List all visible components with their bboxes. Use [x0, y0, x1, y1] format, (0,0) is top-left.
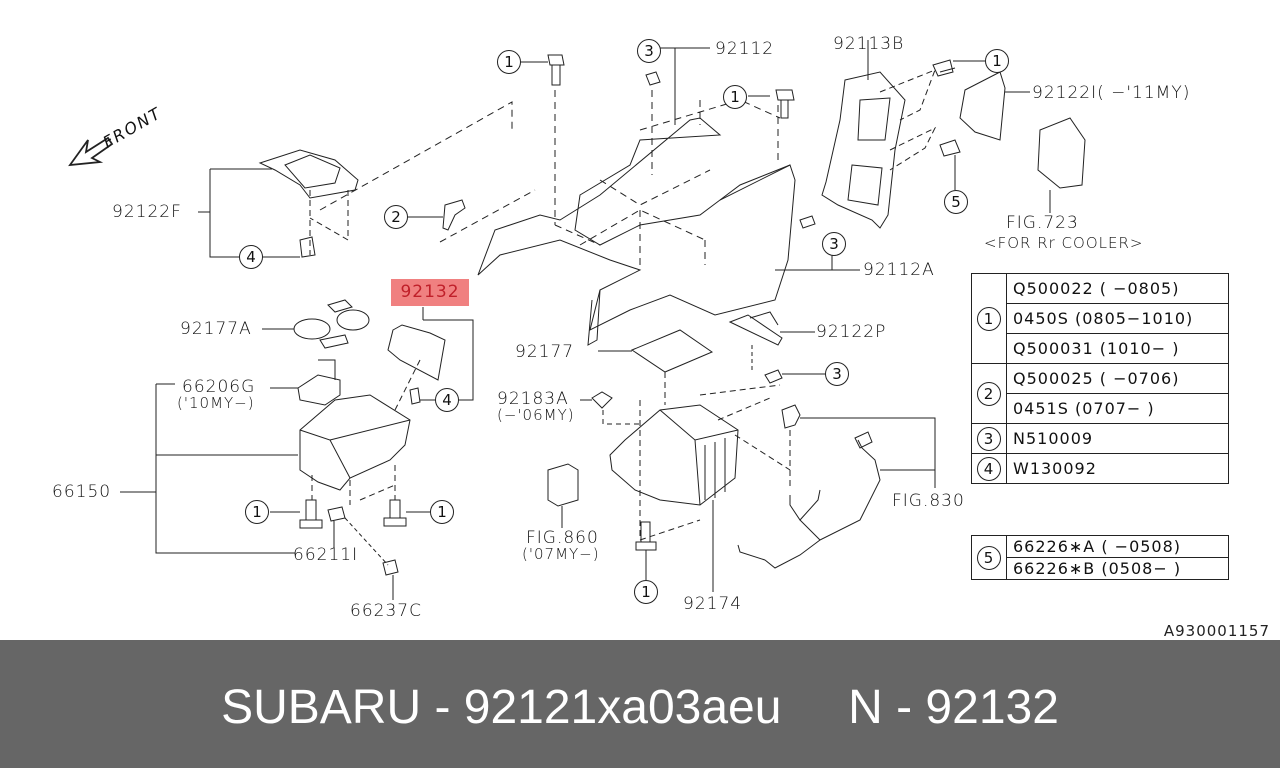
fastener-legend-table: 1 Q500022 ( −0805) 0450S (0805−1010) Q50…	[971, 273, 1229, 484]
legend-ref-cell: 3	[971, 423, 1007, 454]
legend-ref-4: 4	[977, 456, 1001, 481]
legend-ref-cell: 5	[971, 535, 1007, 580]
part-label-92122f[interactable]: 92122F	[112, 202, 182, 222]
part-66206g-note: ('10MY−)	[177, 394, 255, 412]
legend-row: 3 N510009	[971, 423, 1229, 454]
legend-row: Q500031 (1010− )	[972, 333, 1229, 364]
callout-3[interactable]: 3	[822, 232, 846, 256]
callout-3[interactable]: 3	[637, 39, 661, 63]
legend-part[interactable]: N510009	[1006, 423, 1229, 454]
legend-row: 5 66226∗A ( −0508)	[971, 535, 1229, 580]
footer-banner: SUBARU - 92121xa03aeu N - 92132	[0, 640, 1280, 768]
callout-5[interactable]: 5	[944, 190, 968, 214]
grommet-legend-table: 5 66226∗A ( −0508) 66226∗B (0508− )	[971, 535, 1229, 580]
callout-1[interactable]: 1	[985, 49, 1009, 73]
legend-ref-1: 1	[977, 306, 1001, 331]
legend-part[interactable]: Q500022 ( −0805)	[1006, 273, 1229, 304]
part-label-92183a[interactable]: 92183A	[497, 389, 569, 409]
part-label-92177a[interactable]: 92177A	[180, 319, 252, 339]
legend-part[interactable]: 66226∗A ( −0508)	[1006, 535, 1229, 558]
legend-part[interactable]: Q500031 (1010− )	[1006, 333, 1229, 364]
part-label-92122i[interactable]: 92122I( −'11MY)	[1032, 83, 1191, 103]
callout-3[interactable]: 3	[825, 362, 849, 386]
part-label-66211i[interactable]: 66211I	[293, 545, 359, 565]
fig-830-reference[interactable]: FIG.830	[892, 491, 965, 511]
part-label-66150[interactable]: 66150	[52, 482, 112, 502]
callout-1[interactable]: 1	[430, 500, 454, 524]
legend-ref-cell: 1	[971, 273, 1007, 364]
callout-4[interactable]: 4	[239, 245, 263, 269]
callout-2[interactable]: 2	[384, 205, 408, 229]
legend-part[interactable]: Q500025 ( −0706)	[1006, 363, 1229, 394]
callout-1[interactable]: 1	[723, 85, 747, 109]
fig-860-note: ('07MY−)	[522, 545, 600, 563]
legend-ref-cell: 4	[971, 453, 1007, 484]
callout-4[interactable]: 4	[435, 388, 459, 412]
footer-caption: SUBARU - 92121xa03aeu N - 92132	[221, 681, 1059, 734]
document-id: A930001157	[1163, 622, 1270, 640]
legend-part[interactable]: W130092	[1006, 453, 1229, 484]
part-label-92112[interactable]: 92112	[715, 39, 775, 59]
legend-ref-cell: 2	[971, 363, 1007, 424]
legend-part[interactable]: 0451S (0707− )	[1006, 393, 1229, 424]
exploded-view-drawing	[68, 40, 1086, 600]
legend-ref-5: 5	[977, 545, 1001, 570]
fig-723-reference[interactable]: FIG.723	[1006, 213, 1079, 233]
part-label-92174[interactable]: 92174	[683, 594, 743, 614]
part-label-92112a[interactable]: 92112A	[863, 260, 935, 280]
part-label-66237c[interactable]: 66237C	[350, 601, 422, 621]
legend-part[interactable]: 66226∗B (0508− )	[1006, 557, 1229, 580]
highlighted-part-label-92132[interactable]: 92132	[391, 279, 469, 306]
front-arrow-icon	[68, 136, 114, 167]
legend-part[interactable]: 0450S (0805−1010)	[1006, 303, 1229, 334]
callout-1[interactable]: 1	[245, 500, 269, 524]
part-label-92122p[interactable]: 92122P	[816, 322, 887, 342]
legend-row: 4 W130092	[971, 453, 1229, 484]
legend-row: 2 Q500025 ( −0706)	[971, 363, 1229, 424]
legend-row: 1 Q500022 ( −0805)	[971, 273, 1229, 364]
legend-row: 0450S (0805−1010)	[972, 303, 1229, 334]
highlighted-part-number: 92132	[400, 282, 460, 302]
part-92183a-note: (−'06MY)	[497, 406, 575, 424]
part-label-92113b[interactable]: 92113B	[833, 34, 905, 54]
callout-1[interactable]: 1	[497, 50, 521, 74]
legend-row: 0451S (0707− )	[972, 393, 1229, 424]
fig-723-note: <FOR Rr COOLER>	[984, 234, 1144, 252]
legend-ref-3: 3	[977, 426, 1001, 451]
part-label-92177[interactable]: 92177	[515, 342, 575, 362]
legend-ref-2: 2	[977, 381, 1001, 406]
parts-diagram: FRONT 92112 92113B 92122I( −'11MY) 92122…	[52, 34, 1270, 640]
callout-1[interactable]: 1	[634, 580, 658, 604]
part-label-66206g[interactable]: 66206G	[182, 377, 256, 397]
legend-row: 66226∗B (0508− )	[972, 557, 1229, 580]
fig-860-reference[interactable]: FIG.860	[526, 528, 599, 548]
